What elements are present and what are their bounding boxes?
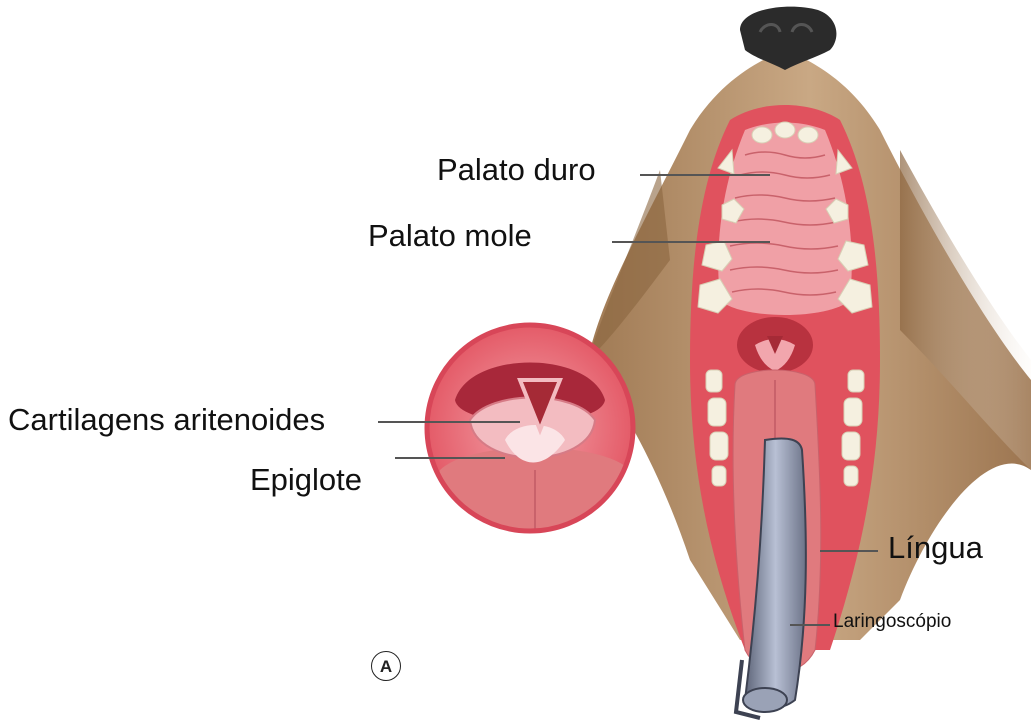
nose xyxy=(740,7,836,70)
label-cartilagens-aritenoides: Cartilagens aritenoides xyxy=(8,402,325,438)
magnified-larynx-inset xyxy=(420,325,640,540)
label-lingua: Língua xyxy=(888,530,983,566)
larynx xyxy=(737,317,813,373)
panel-marker: A xyxy=(371,651,401,681)
label-laringoscopio: Laringoscópio xyxy=(833,611,951,633)
label-epiglote: Epiglote xyxy=(250,462,362,498)
label-palato-mole: Palato mole xyxy=(368,218,532,254)
label-palato-duro: Palato duro xyxy=(437,152,596,188)
